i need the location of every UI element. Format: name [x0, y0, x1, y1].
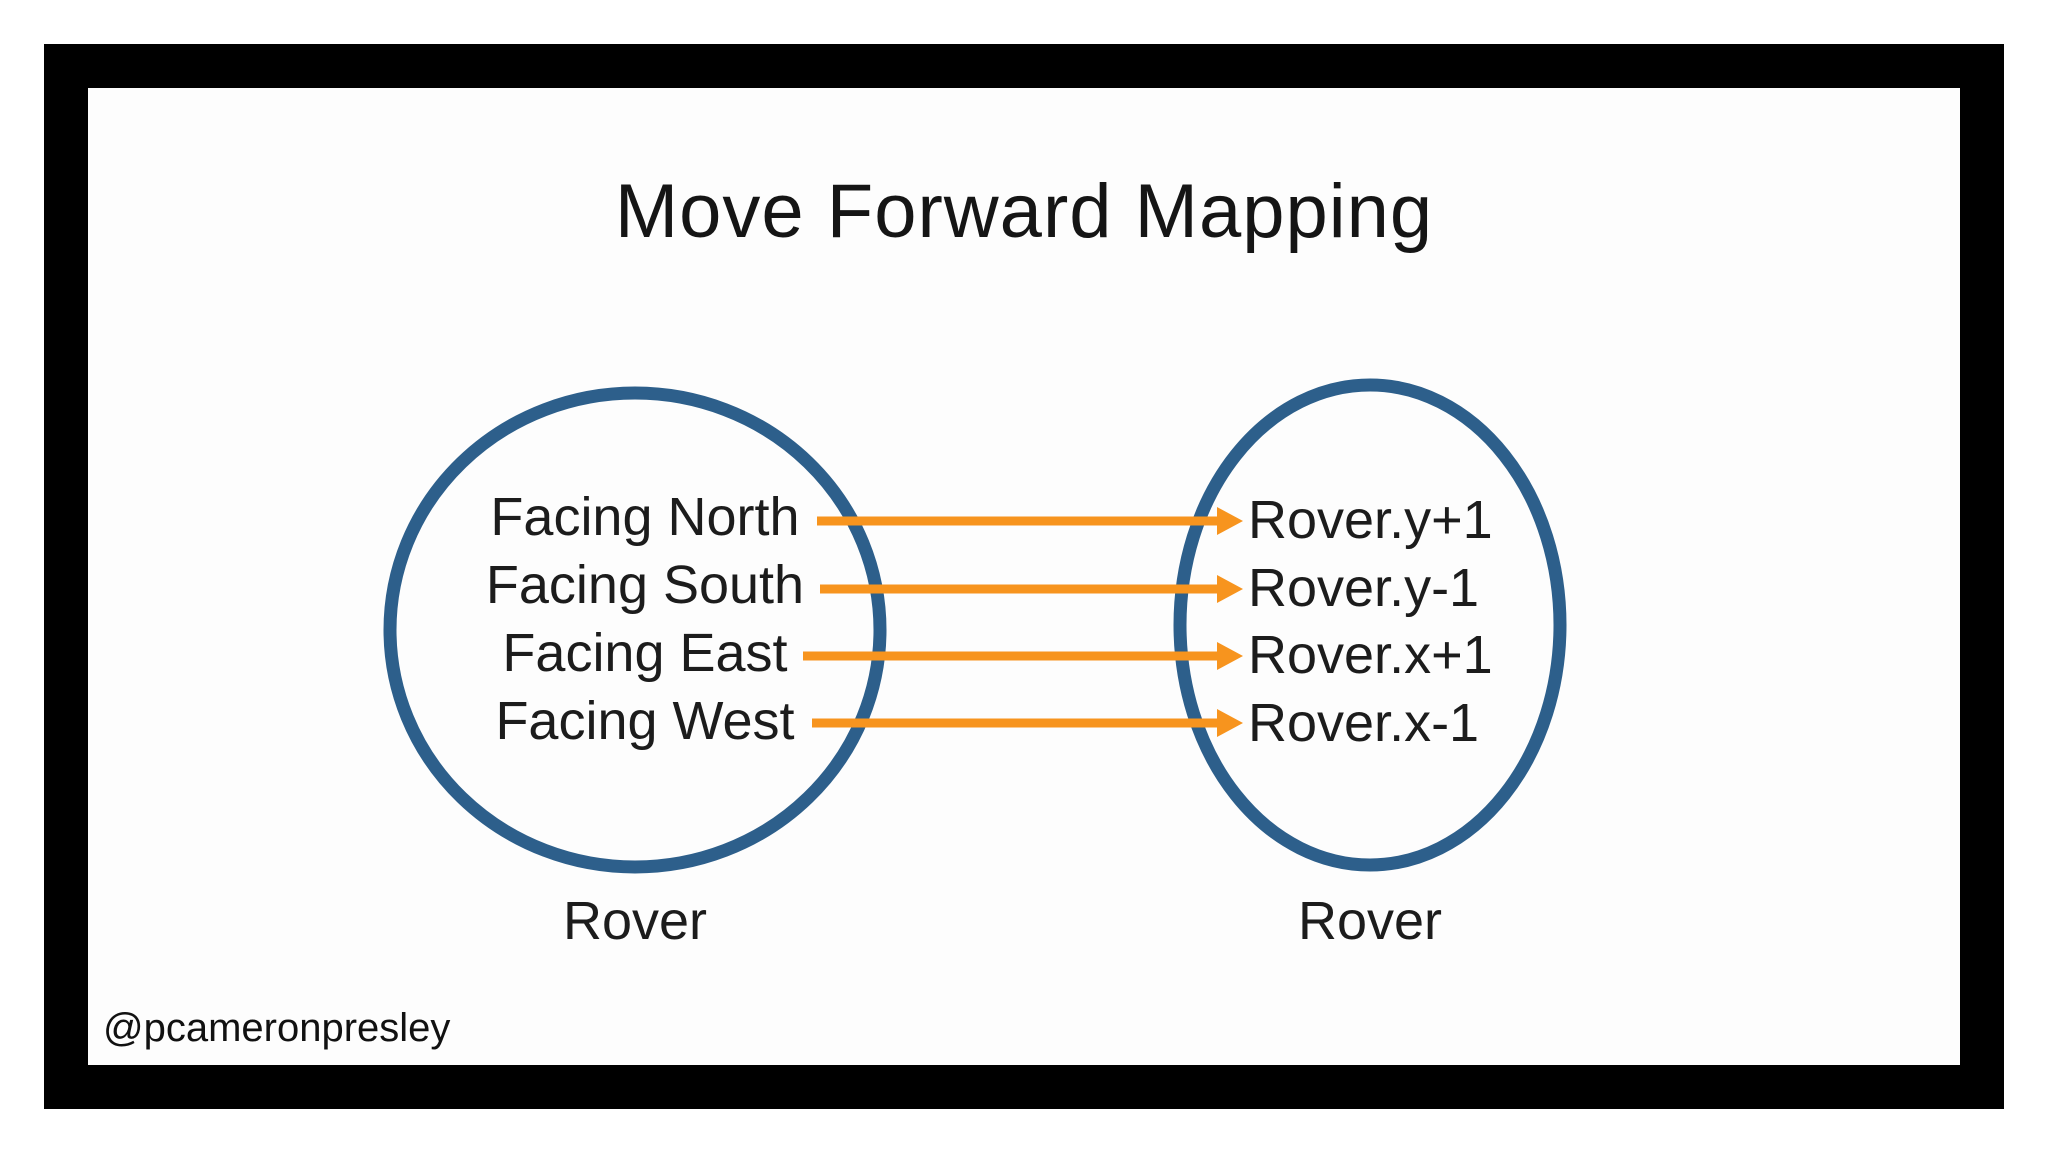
left-set-ellipse: [383, 386, 887, 874]
left-set-item: Facing West: [495, 691, 795, 751]
frame-border: [44, 44, 2004, 1109]
right-set-ellipse: [1173, 378, 1567, 872]
left-set-caption: Rover: [562, 891, 708, 951]
left-set-item: Facing East: [502, 623, 788, 683]
right-set-item: Rover.x-1: [1248, 692, 1480, 753]
right-set-item: Rover.y-1: [1248, 557, 1480, 618]
arrow-north-to-y-plus-1: [817, 507, 1243, 535]
arrow-south-to-y-minus-1: [820, 575, 1243, 603]
arrowhead-icon: [1217, 575, 1243, 603]
left-set-item: Facing South: [485, 555, 805, 615]
right-set-item: Rover.x+1: [1248, 625, 1493, 685]
arrowhead-icon: [1217, 507, 1243, 535]
right-set-item: Rover.y+1: [1248, 490, 1493, 550]
page-title: Move Forward Mapping: [614, 169, 1434, 254]
left-set-items: Facing North Facing South Facing East Fa…: [395, 483, 895, 755]
arrow-east-to-x-plus-1: [803, 642, 1243, 670]
watermark: @pcameronpresley: [103, 1006, 451, 1050]
arrowhead-icon: [1217, 709, 1243, 737]
right-set-caption: Rover: [1297, 891, 1443, 951]
arrowhead-icon: [1217, 642, 1243, 670]
right-set-items: Rover.y+1 Rover.y-1 Rover.x+1 Rover.x-1: [1248, 487, 1568, 757]
arrow-west-to-x-minus-1: [812, 709, 1243, 737]
left-set-item: Facing North: [490, 487, 800, 547]
